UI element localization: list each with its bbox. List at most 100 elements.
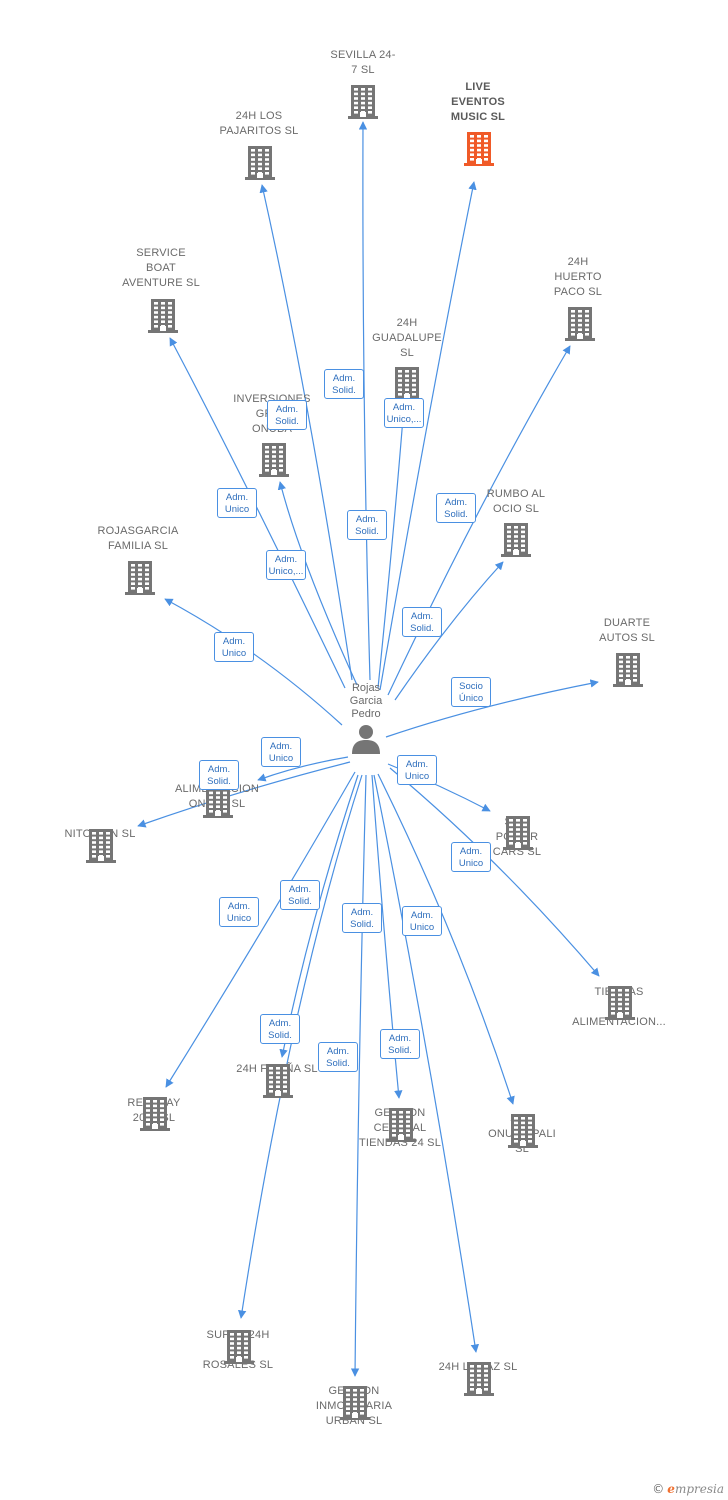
company-label-line: OCIO SL	[492, 503, 540, 515]
building-icon	[263, 1064, 293, 1098]
role-badge-sch[interactable]: Adm.Unico	[402, 906, 442, 936]
edge-guadalupe	[377, 404, 408, 689]
company-icon-rumbo[interactable]	[501, 521, 531, 557]
brand-name: mpresia	[674, 1482, 724, 1496]
role-line: Adm.	[207, 764, 231, 775]
role-badge-tiendas[interactable]: Adm.Unico	[451, 842, 491, 872]
edge-live	[379, 181, 477, 691]
role-badge-sum[interactable]: Adm.Unico	[397, 755, 437, 785]
company-icon-nitoprin[interactable]	[86, 827, 116, 863]
building-icon	[148, 299, 178, 333]
role-line: Unico,...	[386, 414, 422, 425]
company-node-sevilla[interactable]: SEVILLA 24-7 SL	[298, 48, 428, 78]
role-badge-pajaritos[interactable]: Adm.Solid.	[267, 400, 307, 430]
role-line: Unico	[221, 648, 247, 659]
company-label-line: HUERTO	[554, 271, 602, 283]
edge-sch	[377, 773, 515, 1105]
role-badge-guadalupe[interactable]: Adm.Solid.	[347, 510, 387, 540]
edge-rumbo	[394, 561, 504, 701]
company-label-line: EVENTOS	[451, 96, 505, 108]
company-icon-live[interactable]	[464, 130, 494, 166]
building-icon	[501, 523, 531, 557]
role-badge-service[interactable]: Adm.Unico	[217, 488, 257, 518]
role-badge-nitoprin[interactable]: Adm.Solid.	[199, 760, 239, 790]
company-icon-sch[interactable]	[508, 1112, 538, 1148]
role-line: Solid.	[288, 896, 312, 907]
building-icon	[245, 146, 275, 180]
role-badge-rentday[interactable]: Adm.Unico	[219, 897, 259, 927]
company-icon-duarte[interactable]	[613, 651, 643, 687]
role-line: Solid.	[355, 526, 379, 537]
edges-layer	[137, 121, 600, 1377]
company-label-line: RUMBO AL	[486, 488, 546, 500]
role-line: Adm.	[388, 1033, 412, 1044]
company-icon-huerto[interactable]	[565, 305, 595, 341]
role-badge-huerto[interactable]: Adm.Solid.	[436, 493, 476, 523]
company-icon-gestion-inmob[interactable]	[340, 1384, 370, 1420]
role-badge-farina[interactable]: Adm.Solid.	[260, 1014, 300, 1044]
role-badge-rojasgarcia[interactable]: Adm.Unico	[214, 632, 254, 662]
company-icon-service[interactable]	[148, 297, 178, 333]
company-label-line: ROSALES SL	[202, 1359, 274, 1371]
edge-rentday	[165, 771, 356, 1088]
role-badge-super[interactable]: Adm.Solid.	[280, 880, 320, 910]
company-icon-super[interactable]	[224, 1328, 254, 1364]
company-icon-gestion-central[interactable]	[386, 1106, 416, 1142]
person-node[interactable]: Rojas Garcia Pedro	[331, 682, 401, 755]
company-icon-sum[interactable]	[503, 814, 533, 850]
company-node-rumbo[interactable]: RUMBO AL OCIO SL	[451, 487, 581, 517]
company-icon-lapaz[interactable]	[464, 1360, 494, 1396]
edge-rojasgarcia	[164, 598, 343, 726]
role-badge-lapaz[interactable]: Adm.Solid.	[380, 1029, 420, 1059]
edge-pajaritos	[259, 184, 353, 681]
role-line: Adm.	[355, 514, 379, 525]
company-label-line: DUARTE	[603, 617, 651, 629]
building-icon	[340, 1386, 370, 1420]
role-line: Unico,...	[268, 566, 304, 577]
role-line: Unico	[404, 771, 430, 782]
company-label-line: 24H LOS	[235, 110, 283, 122]
role-badge-inversiones[interactable]: Adm.Unico,...	[266, 550, 306, 580]
brand-mark[interactable]: ©empresia	[652, 1482, 724, 1496]
role-line: Solid.	[388, 1045, 412, 1056]
company-icon-rentday[interactable]	[140, 1095, 170, 1131]
company-icon-rojasgarcia[interactable]	[125, 559, 155, 595]
role-badge-gestion-inmob[interactable]: Adm.Solid.	[318, 1042, 358, 1072]
role-badge-live[interactable]: Adm.Unico,...	[384, 398, 424, 428]
company-label-line: ALIMENTACION...	[572, 1016, 666, 1028]
role-badge-gestion-central[interactable]: Adm.Solid.	[342, 903, 382, 933]
role-badge-sevilla[interactable]: Adm.Solid.	[324, 369, 364, 399]
company-icon-inversiones[interactable]	[259, 441, 289, 477]
building-icon	[613, 653, 643, 687]
role-badge-rumbo[interactable]: Adm.Solid.	[402, 607, 442, 637]
role-line: Solid.	[410, 623, 434, 634]
edge-tiendas	[389, 767, 600, 977]
company-icon-sevilla[interactable]	[348, 83, 378, 119]
company-icon-farina[interactable]	[263, 1062, 293, 1098]
company-icon-tiendas[interactable]	[605, 984, 635, 1020]
company-label-line: PACO SL	[553, 286, 603, 298]
building-icon	[224, 1330, 254, 1364]
building-icon	[565, 307, 595, 341]
edge-alimentacion	[257, 756, 349, 782]
building-icon	[86, 829, 116, 863]
company-label-line: 7 SL	[351, 64, 375, 76]
role-line: Unico	[224, 504, 250, 515]
role-badge-alimentacion[interactable]: Adm.Unico	[261, 737, 301, 767]
company-icon-guadalupe[interactable]	[392, 365, 422, 401]
company-icon-pajaritos[interactable]	[245, 144, 275, 180]
company-label-line: AVENTURE SL	[122, 277, 200, 289]
role-line: Adm.	[410, 910, 434, 921]
building-icon	[386, 1108, 416, 1142]
edge-inversiones	[277, 481, 358, 686]
